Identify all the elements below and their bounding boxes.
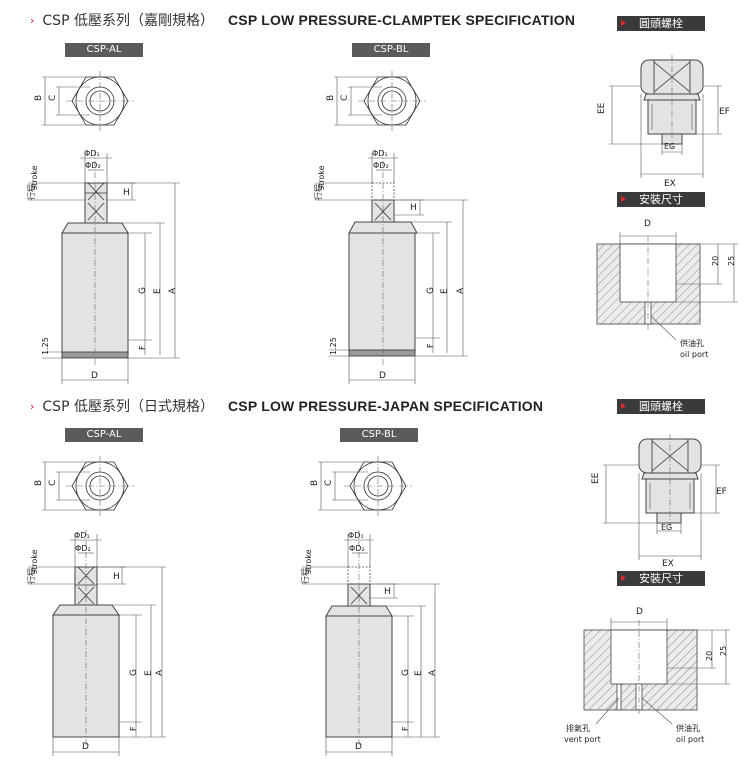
dim-label-eg: EG [661,523,672,532]
dim-label-a: A [428,669,438,676]
dim-label-d: D [91,371,98,381]
dim-label-c: C [48,480,58,486]
dim-label-f: F [401,726,410,731]
dim-label-1-25: 1.25 [41,337,50,355]
install-dimension-tag: 安裝尺寸 [617,192,705,207]
dim-label-20: 20 [711,256,720,266]
dim-label-d1: ΦD₁ [372,149,388,158]
dim-label-a: A [155,669,165,676]
dim-label-e: E [414,670,424,676]
round-head-bolt-tag: 圓頭螺栓 [617,16,705,31]
model-tag-csp-al: CSP-AL [65,428,143,442]
dim-label-e: E [153,288,163,294]
dim-label-h: H [123,188,130,198]
section-2-title: › CSP 低壓系列（日式規格） CSP LOW PRESSURE-JAPAN … [30,395,543,417]
dim-label-e: E [440,288,450,294]
section-title-cn: CSP 低壓系列（嘉剛規格） [42,13,214,29]
dim-label-g: G [138,287,148,294]
dim-label-d1: ΦD₁ [348,531,364,540]
section-title-cn: CSP 低壓系列（日式規格） [42,399,214,415]
oil-port-label-cn: 供油孔 [676,723,700,733]
dim-label-g: G [129,669,139,676]
stroke-label-cn: 行程 [26,184,36,200]
dim-label-f: F [138,345,147,350]
dim-label-d: D [379,371,386,381]
dim-label-20: 20 [705,651,714,661]
bullet-arrow-icon: › [30,13,35,27]
dim-label-d: D [636,607,643,617]
dim-label-f: F [129,726,138,731]
dim-label-g: G [426,287,436,294]
dim-label-d2: ΦD₂ [349,544,365,553]
section-title-en: CSP LOW PRESSURE-CLAMPTEK SPECIFICATION [227,12,576,28]
dim-label-d2: ΦD₂ [75,544,91,553]
stroke-label-cn: 行程 [26,568,36,584]
dim-label-d: D [82,742,89,752]
vent-port-label-cn: 排氣孔 [566,723,590,733]
stroke-label-en: stroke [30,549,39,574]
model-tag-csp-bl: CSP-BL [340,428,418,442]
dim-label-ex: EX [662,559,674,569]
dim-label-a: A [168,287,178,294]
dim-label-h: H [410,203,417,213]
dim-label-c: C [324,480,334,486]
dim-label-g: G [401,669,411,676]
dim-label-c: C [340,95,350,101]
install-dimension-tag: 安裝尺寸 [617,571,705,586]
stroke-label-en: stroke [317,165,326,190]
dim-label-25: 25 [719,646,728,656]
dim-label-d1: ΦD₁ [84,149,100,158]
round-head-bolt-tag: 圓頭螺栓 [617,399,705,414]
bullet-arrow-icon: › [30,399,35,413]
dim-label-c: C [48,95,58,101]
dim-label-b: B [310,480,320,486]
dim-label-eg: EG [664,142,675,151]
vent-port-label-en: vent port [564,735,601,744]
dim-label-d1: ΦD₁ [74,531,90,540]
dim-label-ef: EF [716,487,727,497]
dim-label-ee: EE [591,472,601,484]
dim-label-d2: ΦD₂ [85,161,101,170]
oil-port-label-cn: 供油孔 [680,338,704,348]
stroke-label-cn: 行程 [313,184,323,200]
dim-label-d: D [355,742,362,752]
stroke-label-en: stroke [304,549,313,574]
dim-label-ee: EE [597,102,607,114]
section-1-title: › CSP 低壓系列（嘉剛規格） CSP LOW PRESSURE-CLAMPT… [30,9,575,31]
dim-label-d: D [644,219,651,229]
dim-label-h: H [113,572,120,582]
dim-label-b: B [34,480,44,486]
dim-label-b: B [34,95,44,101]
dim-label-25: 25 [727,256,736,266]
stroke-label-en: stroke [30,165,39,190]
model-tag-csp-bl: CSP-BL [352,43,430,57]
stroke-label-cn: 行程 [300,568,310,584]
dim-label-e: E [144,670,154,676]
dim-label-ex: EX [664,179,676,189]
oil-port-label-en: oil port [680,350,708,359]
model-tag-csp-al: CSP-AL [65,43,143,57]
dim-label-1-25: 1.25 [329,337,338,355]
dim-label-ef: EF [719,107,730,117]
dim-label-h: H [384,587,391,597]
section-title-en: CSP LOW PRESSURE-JAPAN SPECIFICATION [227,398,544,414]
oil-port-label-en: oil port [676,735,704,744]
dim-label-f: F [426,343,435,348]
dim-label-b: B [326,95,336,101]
dim-label-d2: ΦD₂ [373,161,389,170]
dim-label-a: A [456,287,466,294]
